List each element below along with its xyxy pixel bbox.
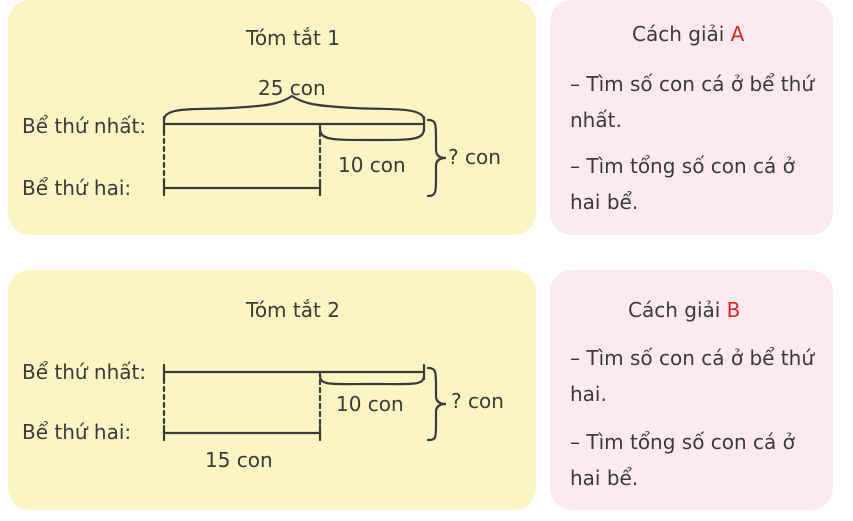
method-a-title: Cách giải A — [632, 22, 744, 46]
method-b-letter: B — [726, 298, 741, 322]
brace-25-con — [162, 94, 426, 122]
method-b-step-2: – Tìm tổng số con cá ở hai bể. — [570, 430, 795, 490]
brace-total-2 — [426, 366, 447, 442]
second-tank-label-1: Bể thứ hai: — [22, 176, 132, 200]
method-b-title: Cách giải B — [628, 298, 740, 322]
question-label-2: ? con — [451, 389, 504, 413]
label-10-con-2: 10 con — [336, 392, 404, 416]
summary-2-panel — [8, 270, 536, 510]
label-15-con: 15 con — [205, 448, 273, 472]
question-label-1: ? con — [448, 145, 501, 169]
method-b-panel — [550, 270, 833, 510]
brace-10-con-2 — [318, 373, 426, 386]
method-a-step-2: – Tìm tổng số con cá ở hai bể. — [570, 154, 795, 214]
summary-2-title: Tóm tắt 2 — [246, 298, 340, 322]
brace-total-1 — [426, 118, 447, 198]
method-b-step-1: – Tìm số con cá ở bể thứ hai. — [570, 346, 815, 406]
brace-10-con-1 — [318, 126, 426, 142]
label-10-con-1: 10 con — [338, 153, 406, 177]
method-a-title-prefix: Cách giải — [632, 22, 731, 46]
method-b-title-prefix: Cách giải — [628, 298, 727, 322]
first-tank-label-2: Bể thứ nhất: — [22, 360, 147, 384]
method-a-step-1: – Tìm số con cá ở bể thứ nhất. — [570, 72, 815, 132]
method-a-panel — [550, 0, 833, 235]
summary-1-title: Tóm tắt 1 — [246, 26, 340, 50]
method-a-letter: A — [730, 22, 745, 46]
second-tank-label-2: Bể thứ hai: — [22, 420, 132, 444]
summary-1-panel — [8, 0, 536, 235]
label-25-con: 25 con — [258, 76, 326, 100]
first-tank-label-1: Bể thứ nhất: — [22, 114, 147, 138]
